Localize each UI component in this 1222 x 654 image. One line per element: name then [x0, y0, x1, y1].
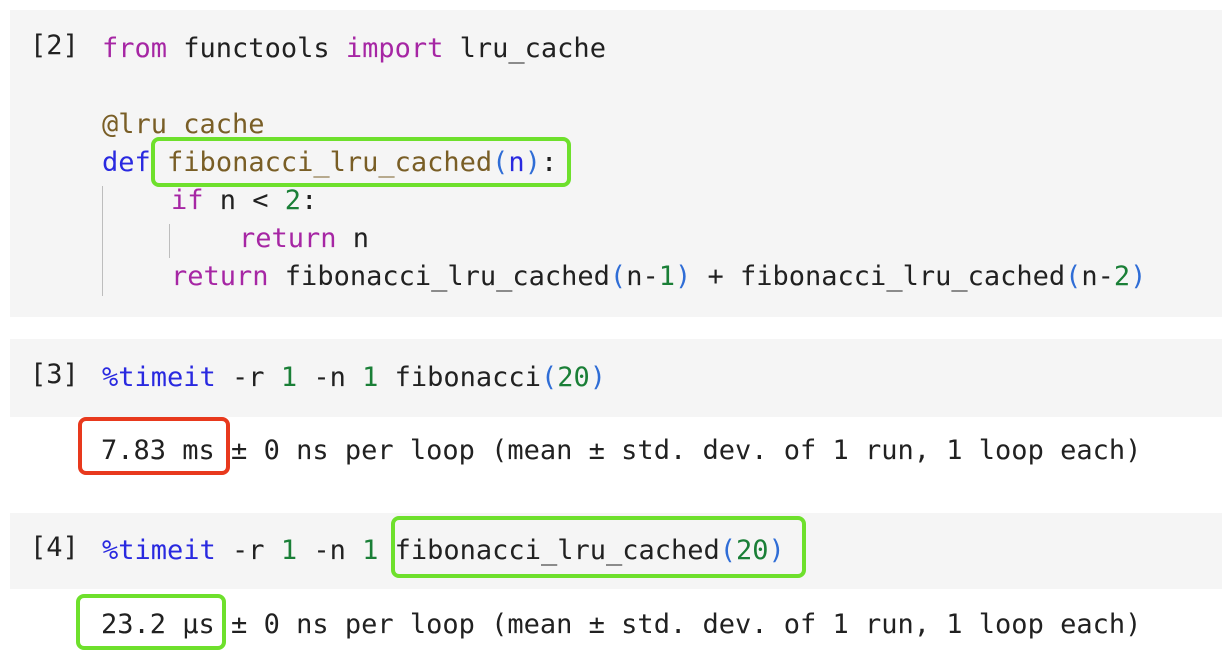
code-cell-3[interactable]: [3] %timeit -r 1 -n 1 fibonacci(20): [10, 339, 1222, 417]
cell-3-output: 7.83 ms ± 0 ns per loop (mean ± std. dev…: [101, 435, 1142, 466]
code-line-def: def fibonacci_lru_cached(n):: [102, 147, 558, 178]
indent-guide: [102, 186, 103, 296]
highlight-slow-time: [78, 417, 230, 475]
code-line-if: if n < 2:: [171, 185, 318, 216]
code-cell-4[interactable]: [4] %timeit -r 1 -n 1 fibonacci_lru_cach…: [10, 513, 1222, 589]
code-line-decorator: @lru_cache: [102, 109, 265, 140]
code-line-return-sum: return fibonacci_lru_cached(n-1) + fibon…: [171, 261, 1147, 292]
output-time: 7.83 ms: [101, 435, 215, 466]
highlight-fast-time: [76, 594, 226, 650]
highlight-cached-call: [391, 516, 806, 578]
code-line-timeit: %timeit -r 1 -n 1 fibonacci_lru_cached(2…: [102, 535, 785, 566]
cell-prompt: [3]: [30, 359, 79, 390]
function-name: fibonacci_lru_cached: [167, 147, 493, 178]
code-line-timeit: %timeit -r 1 -n 1 fibonacci(20): [102, 362, 606, 393]
code-cell-2[interactable]: [2] from functools import lru_cache @lru…: [10, 10, 1222, 317]
highlight-function-name: [151, 137, 571, 187]
code-line-return-n: return n: [239, 223, 370, 254]
cell-prompt: [4]: [30, 532, 79, 563]
cell-4-output: 23.2 μs ± 0 ns per loop (mean ± std. dev…: [101, 609, 1142, 640]
cell-prompt: [2]: [30, 30, 79, 61]
output-time: 23.2 μs: [101, 609, 215, 640]
code-line-1: from functools import lru_cache: [102, 33, 606, 64]
indent-guide-inner: [169, 224, 170, 258]
